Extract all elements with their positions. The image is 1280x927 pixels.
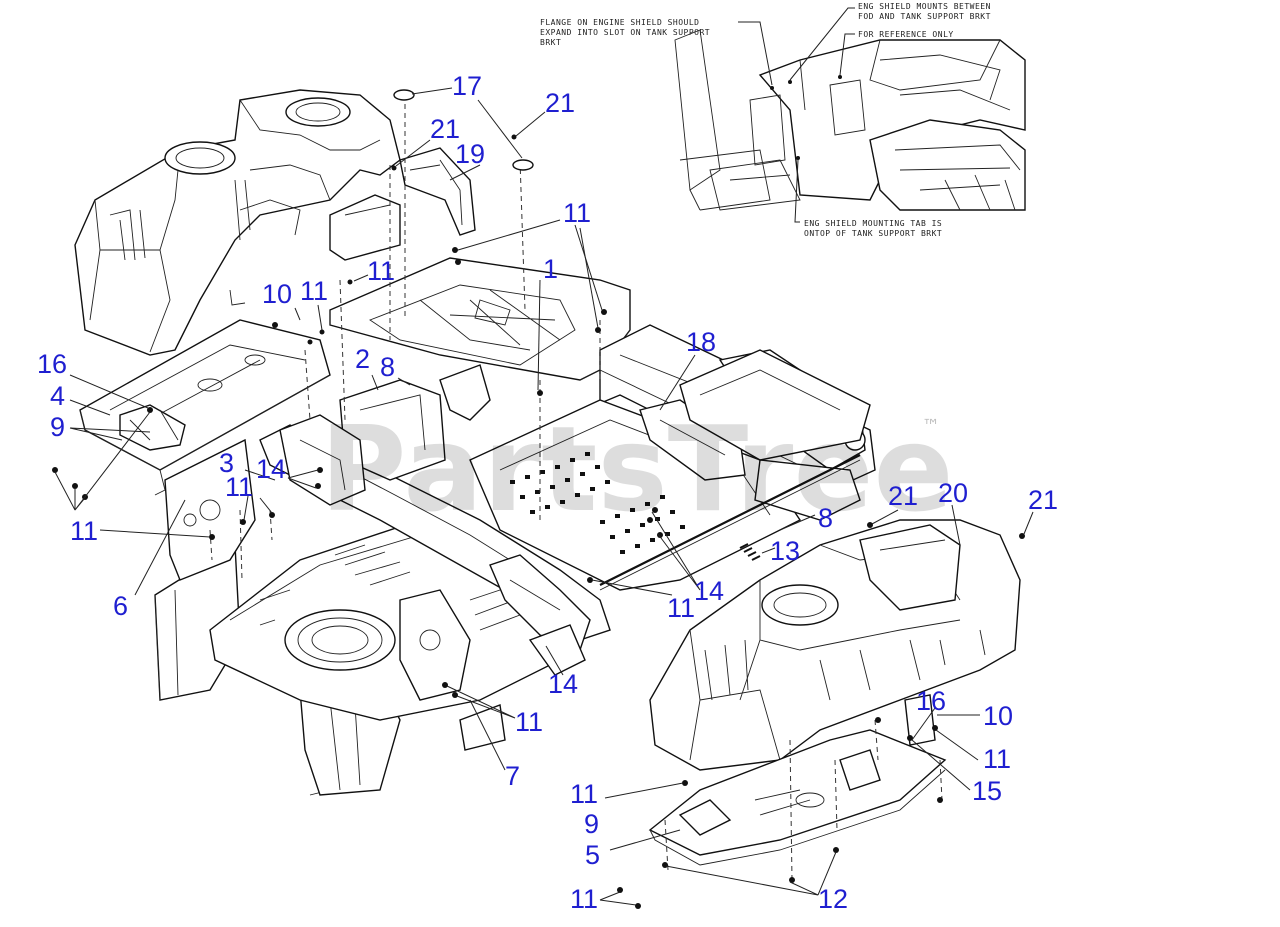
center-floor-pan bbox=[469, 399, 802, 591]
callout-11-lower-left: 11 bbox=[70, 516, 98, 546]
callout-7: 7 bbox=[505, 761, 520, 791]
inset-note-flange-line2: EXPAND INTO SLOT ON TANK SUPPORT bbox=[540, 28, 710, 37]
inset-detail: FLANGE ON ENGINE SHIELD SHOULD EXPAND IN… bbox=[540, 2, 1026, 238]
watermark: PartsTree ™ bbox=[320, 400, 954, 538]
callout-21-right-a: 21 bbox=[888, 481, 918, 511]
callout-11-lower-center: 11 bbox=[515, 707, 543, 737]
inset-note-mounts-line1: ENG SHIELD MOUNTS BETWEEN bbox=[858, 2, 991, 11]
callout-labels: 17 21 21 19 11 1 11 10 11 16 4 9 2 8 18 … bbox=[37, 71, 1058, 914]
inset-note-reference: FOR REFERENCE ONLY bbox=[858, 30, 954, 39]
callout-19: 19 bbox=[455, 139, 485, 169]
callout-10-right: 10 bbox=[983, 701, 1013, 731]
left-frame-rail bbox=[154, 438, 401, 796]
callout-13: 13 bbox=[770, 536, 800, 566]
rod-part-8 bbox=[599, 454, 861, 591]
inset-note-mounts-line2: FOD AND TANK SUPPORT BRKT bbox=[858, 12, 991, 21]
inset-note-flange-line3: BRKT bbox=[540, 38, 561, 47]
inset-note-tab-line2: ONTOP OF TANK SUPPORT BRKT bbox=[804, 229, 942, 238]
callout-11-bottom: 11 bbox=[570, 884, 598, 914]
callout-8-right: 8 bbox=[818, 503, 833, 533]
callout-18: 18 bbox=[686, 327, 716, 357]
callout-14-lower: 14 bbox=[548, 669, 578, 699]
watermark-text: PartsTree bbox=[320, 400, 954, 538]
left-floor-plate bbox=[79, 319, 331, 496]
callout-11-left-top: 11 bbox=[300, 276, 328, 306]
callout-9-right: 9 bbox=[584, 809, 599, 839]
callout-15: 15 bbox=[972, 776, 1002, 806]
callout-6: 6 bbox=[113, 591, 128, 621]
callout-3: 3 bbox=[219, 448, 234, 478]
callout-11-center: 11 bbox=[667, 593, 695, 623]
callout-5: 5 bbox=[585, 840, 600, 870]
bracket-19 bbox=[399, 147, 476, 236]
callout-1: 1 bbox=[543, 254, 558, 284]
perforation-holes bbox=[510, 452, 685, 554]
callout-21-top: 21 bbox=[545, 88, 575, 118]
watermark-trademark: ™ bbox=[922, 416, 940, 437]
callout-10-left: 10 bbox=[262, 279, 292, 309]
callout-20: 20 bbox=[938, 478, 968, 508]
callout-16-left: 16 bbox=[37, 349, 67, 379]
callout-8-left: 8 bbox=[380, 352, 395, 382]
callout-14-center: 14 bbox=[694, 576, 724, 606]
callout-16-right: 16 bbox=[916, 686, 946, 716]
rear-frame-18 bbox=[679, 349, 871, 521]
right-floor-plate bbox=[648, 694, 947, 866]
callout-11-upper: 11 bbox=[563, 198, 591, 228]
callout-2: 2 bbox=[355, 344, 370, 374]
callout-9-left: 9 bbox=[50, 412, 65, 442]
callout-11-right: 11 bbox=[983, 744, 1011, 774]
callout-11-plate: 11 bbox=[367, 256, 395, 286]
inset-note-flange-line1: FLANGE ON ENGINE SHIELD SHOULD bbox=[540, 18, 700, 27]
hardware bbox=[52, 89, 1025, 909]
leader-lines bbox=[54, 87, 1034, 906]
right-tank-shroud bbox=[649, 519, 1021, 771]
callout-11-mid: 11 bbox=[225, 472, 253, 502]
spring-13 bbox=[739, 543, 761, 561]
callout-11-lower-right: 11 bbox=[570, 779, 598, 809]
callout-21-left: 21 bbox=[430, 114, 460, 144]
callout-14-left: 14 bbox=[256, 454, 286, 484]
callout-12: 12 bbox=[818, 884, 848, 914]
callout-21-right-b: 21 bbox=[1028, 485, 1058, 515]
callout-17: 17 bbox=[452, 71, 482, 101]
left-tank-shroud bbox=[74, 89, 401, 356]
inset-note-tab-line1: ENG SHIELD MOUNTING TAB IS bbox=[804, 219, 942, 228]
callout-4: 4 bbox=[50, 381, 65, 411]
